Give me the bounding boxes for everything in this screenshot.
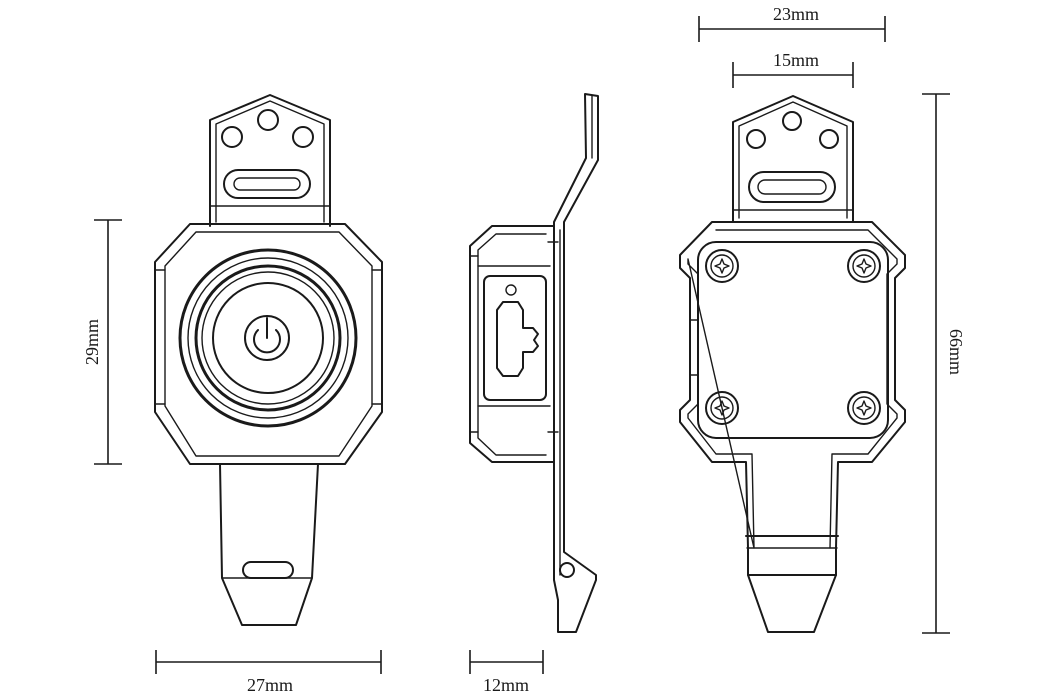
front-tab-hole-left [221,126,243,148]
back-tab-hole-right [819,129,839,149]
side-housing [469,225,555,463]
front-tab-hole-center [257,109,279,131]
side-clip-hole [559,562,575,578]
dim-side-depth-label: 12mm [483,675,529,695]
back-tab-hole-left [746,129,766,149]
back-body-panel [697,241,889,439]
dim-back-top-outer: 23mm [698,4,886,42]
side-window [483,275,547,401]
dim-front-height-label: 29mm [82,319,102,365]
front-tab-slot [223,169,311,199]
dim-back-top-inner: 15mm [732,50,854,88]
dim-side-depth: 12mm [469,650,544,695]
dim-front-width-label: 27mm [247,675,293,695]
side-toggle [496,301,539,377]
dim-front-width: 27mm [155,650,382,695]
front-bezel-ring [194,264,342,412]
side-view [469,93,599,633]
front-top-tab [209,94,331,227]
dim-back-top-outer-label: 23mm [773,4,819,24]
torx-screw-icon [705,249,739,283]
back-top-tab [732,95,854,223]
front-lens [212,282,324,394]
torx-screw-icon [705,391,739,425]
dim-back-top-inner-label: 15mm [773,50,819,70]
dim-back-height-label: 66mm [946,329,966,375]
power-icon [244,315,290,361]
front-bezel-outer [178,248,358,428]
front-bottom-clip [219,463,319,626]
torx-screw-icon [847,391,881,425]
front-tab-hole-right [292,126,314,148]
back-plate [679,221,906,633]
dim-back-height: 66mm [922,93,966,634]
front-body [154,223,383,465]
back-tab-hole-center [782,111,802,131]
dim-front-height: 29mm [82,219,122,465]
back-view [679,95,906,633]
front-clip-slot [242,561,294,579]
torx-screw-icon [847,249,881,283]
front-view [154,94,383,626]
back-tab-slot [748,171,836,203]
